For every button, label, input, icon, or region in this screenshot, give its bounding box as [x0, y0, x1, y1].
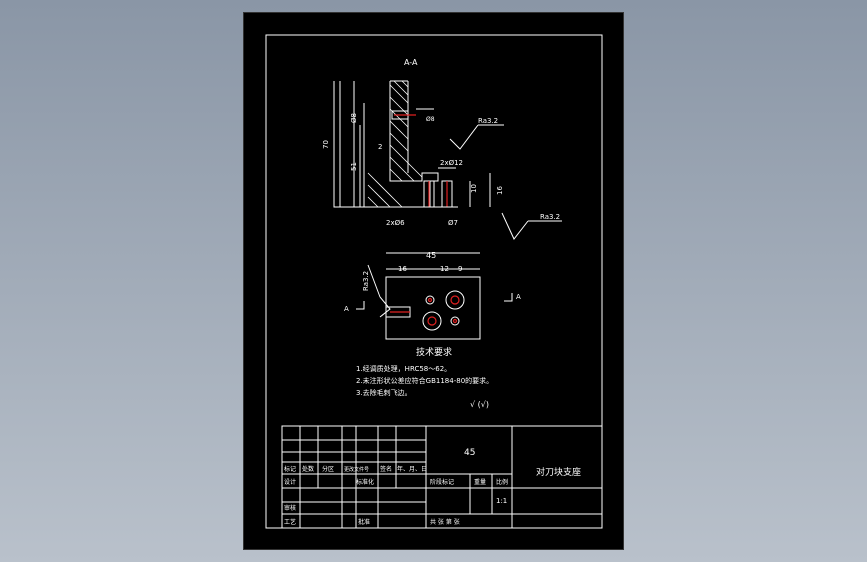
material: 45 [464, 448, 475, 458]
surface-note: √ (√) [470, 400, 489, 409]
roughness-3: Ra3.2 [362, 271, 370, 291]
tech-req-title: 技术要求 [416, 346, 452, 358]
header-change-doc: 更改文件号 [344, 466, 369, 473]
drawing-sheet: A-A [244, 13, 623, 549]
label-approve: 批准 [358, 518, 370, 526]
title-block: 标记 处数 分区 更改文件号 签名 年、月、日 设计 标准化 审核 工艺 批准 … [281, 425, 603, 529]
dim-2x12: 2xØ12 [440, 159, 463, 167]
dim-sub12: 12 [440, 265, 449, 273]
dim-45: 45 [426, 251, 436, 260]
roughness-1: Ra3.2 [478, 117, 498, 125]
roughness-2: Ra3.2 [540, 213, 560, 221]
dim-10: 10 [470, 184, 478, 193]
label-weight: 重量 [474, 478, 486, 486]
section-dimensions: 70 51 Ø8 2 Ø8 2xØ12 10 16 2xØ6 Ø7 [322, 81, 504, 227]
technical-requirements: 技术要求 1.经调质处理，HRC58～62。 2.未注形状公差应符合GB1184… [356, 346, 493, 409]
dim-d8-right: Ø8 [426, 116, 435, 123]
tech-req-line-1: 1.经调质处理，HRC58～62。 [356, 364, 451, 373]
label-process: 工艺 [284, 518, 296, 526]
dim-sub16: 16 [398, 265, 407, 273]
dim-d8-left: Ø8 [350, 113, 358, 123]
label-stage: 阶段标记 [430, 478, 454, 486]
label-design: 设计 [284, 478, 296, 486]
roughness-symbols: Ra3.2 Ra3.2 [449, 117, 562, 240]
section-mark-left: A [344, 305, 349, 313]
dim-70: 70 [322, 140, 330, 149]
label-scale: 比例 [496, 478, 508, 486]
section-view [333, 80, 458, 208]
label-review: 审核 [284, 504, 296, 512]
sheet-count: 共 张 第 张 [430, 518, 460, 526]
dim-2x6: 2xØ6 [386, 219, 405, 227]
section-mark-right: A [516, 293, 521, 301]
cad-drawing: A-A [265, 34, 603, 529]
dim-sub9: 9 [458, 265, 462, 273]
header-zone: 分区 [322, 465, 334, 473]
part-name: 对刀块支座 [536, 466, 581, 478]
header-count: 处数 [302, 465, 314, 473]
scale-value: 1:1 [496, 497, 507, 505]
dim-d7: Ø7 [448, 219, 458, 227]
dim-2: 2 [378, 143, 382, 151]
view-label: A-A [404, 58, 418, 67]
dim-16: 16 [496, 186, 504, 195]
header-date: 年、月、日 [397, 465, 427, 473]
dim-51: 51 [350, 162, 358, 171]
top-view: 45 16 12 9 A A Ra3.2 [344, 251, 521, 340]
header-sign: 签名 [380, 465, 392, 473]
tech-req-line-3: 3.去除毛刺飞边。 [356, 388, 412, 397]
label-standard: 标准化 [356, 478, 374, 486]
header-mark: 标记 [284, 465, 296, 473]
tech-req-line-2: 2.未注形状公差应符合GB1184-80的要求。 [356, 376, 493, 385]
